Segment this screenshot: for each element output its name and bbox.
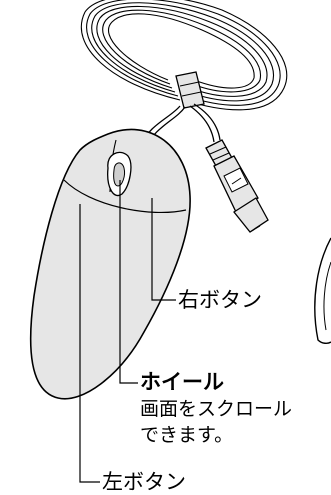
usb-connector-icon — [205, 139, 269, 233]
leader-lines — [79, 180, 176, 483]
right-button-label: 右ボタン — [178, 288, 262, 312]
cable-tie-icon — [175, 71, 205, 109]
left-button-label: 左ボタン — [102, 470, 186, 494]
wheel-leader — [119, 180, 138, 384]
wheel-description-line1: 画面をスクロール — [140, 398, 293, 420]
right-button-leader — [151, 198, 176, 301]
wheel-description-line2: できます。 — [140, 424, 234, 446]
coiled-cable-icon — [80, 0, 288, 111]
mouse-body-icon — [29, 128, 191, 400]
partial-mouse-icon — [314, 237, 331, 345]
left-button-leader — [79, 204, 100, 483]
wheel-label: ホイール — [140, 370, 224, 394]
